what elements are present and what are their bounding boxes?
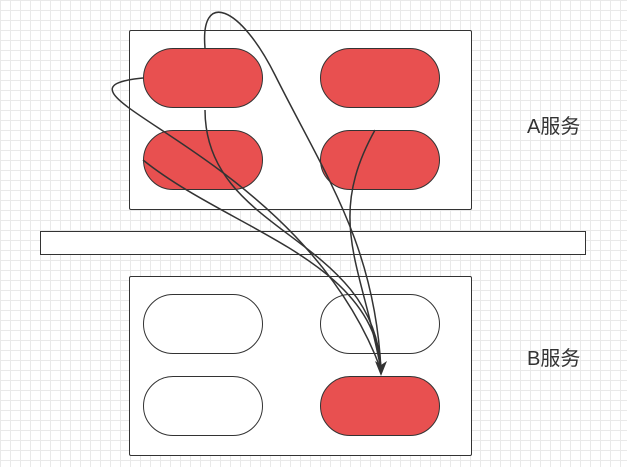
service-b-node bbox=[143, 376, 263, 436]
service-a-node bbox=[320, 48, 440, 108]
request-arrow bbox=[349, 129, 382, 371]
separator-bar bbox=[40, 231, 586, 255]
arrow-head bbox=[375, 361, 387, 376]
request-arrow bbox=[203, 11, 382, 371]
service-b-node bbox=[143, 294, 263, 354]
service-b-node bbox=[320, 376, 440, 436]
service-b-node bbox=[320, 294, 440, 354]
service-a-node bbox=[143, 48, 263, 108]
service-a-node bbox=[320, 130, 440, 190]
service-b-label: B服务 bbox=[527, 348, 581, 370]
service-a-node bbox=[143, 130, 263, 190]
request-arrow bbox=[142, 159, 382, 371]
request-arrow bbox=[111, 77, 382, 371]
service-a-label: A服务 bbox=[527, 116, 581, 138]
